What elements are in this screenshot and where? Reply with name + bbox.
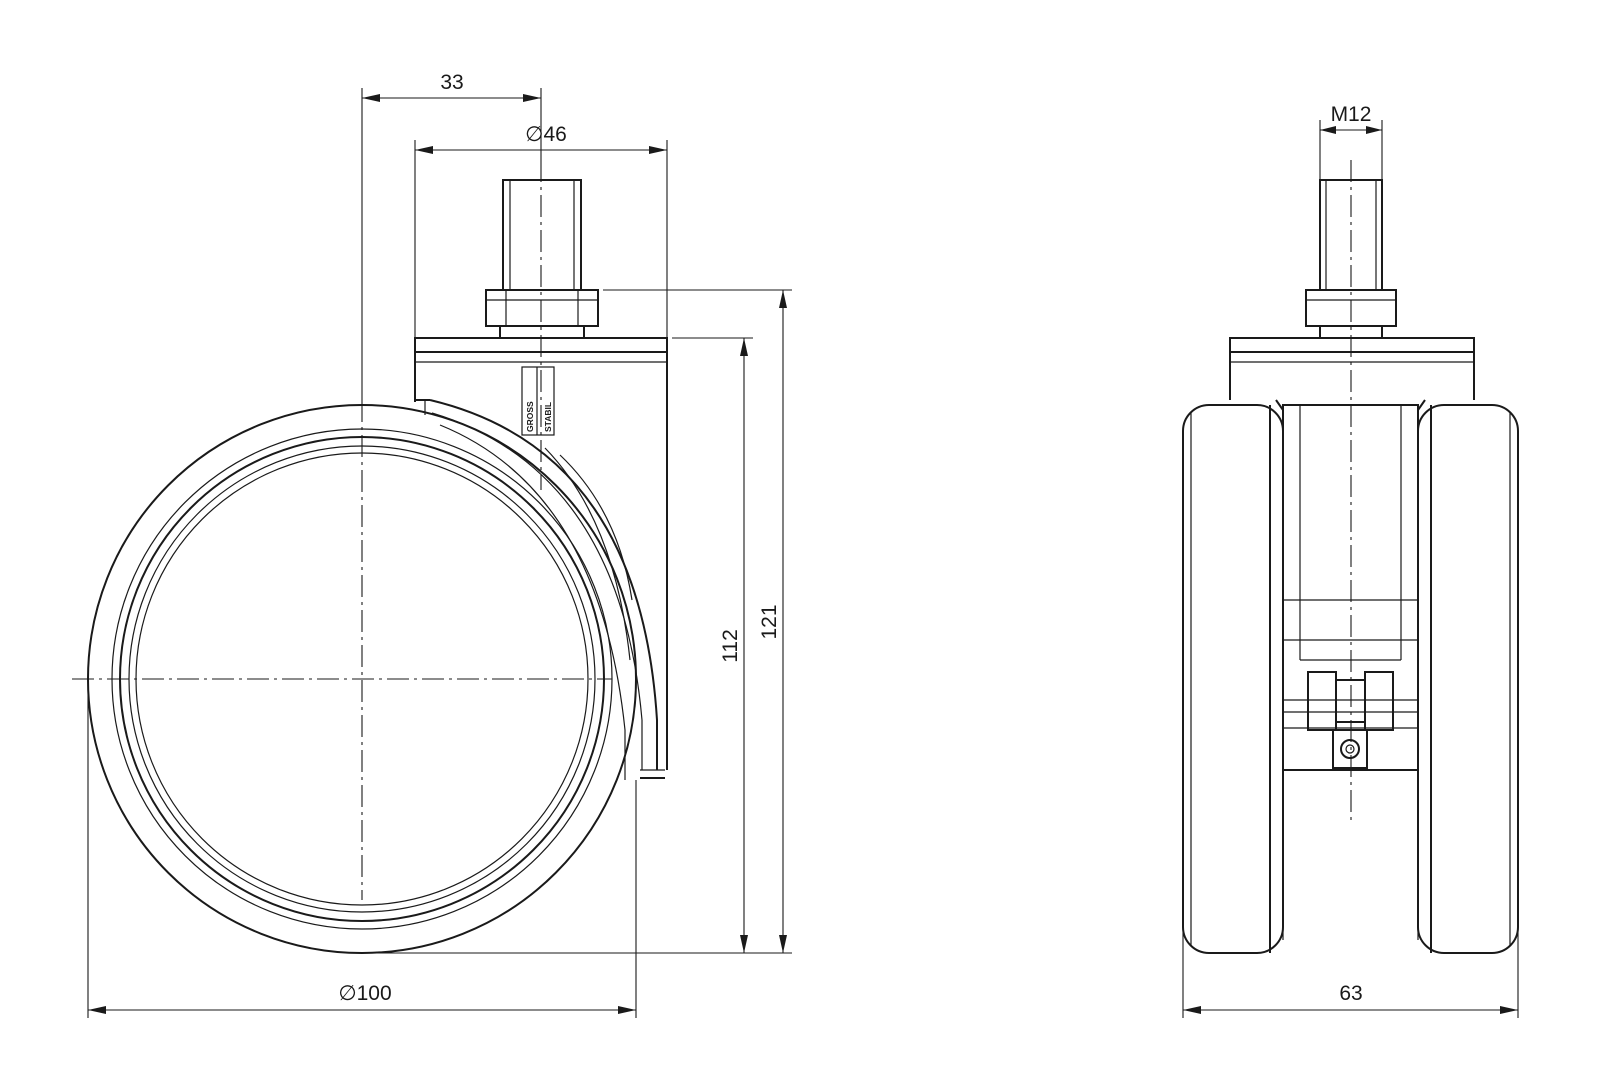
dimension-width-label: 63 [1339, 982, 1362, 1005]
dimension-thread: M12 [1320, 103, 1382, 134]
tire-right [1417, 404, 1519, 954]
side-view: GROSS STABIL [72, 71, 792, 1018]
dimension-height-112-label: 112 [719, 629, 742, 662]
fork-front [1275, 399, 1426, 771]
wheel-hood [415, 399, 665, 780]
dimension-wheel-diameter: ∅100 [88, 982, 636, 1014]
logo-line2: STABIL [543, 402, 553, 432]
dimension-height-121-label: 121 [758, 604, 781, 639]
dimension-height-121: 121 [758, 290, 787, 953]
top-plate-front [1229, 337, 1475, 400]
extension-lines-front [1182, 120, 1519, 1018]
stem-side [485, 179, 599, 339]
tire-left [1182, 404, 1284, 954]
housing-side [414, 337, 668, 770]
brand-logo: GROSS STABIL [521, 366, 555, 436]
dimension-wheel-diameter-label: ∅100 [338, 982, 391, 1005]
dimension-plate-diameter-label: ∅46 [525, 123, 567, 146]
dimension-thread-label: M12 [1331, 103, 1372, 126]
dimension-offset: 33 [362, 71, 541, 102]
dimension-plate-diameter: ∅46 [415, 123, 667, 154]
dimension-offset-label: 33 [440, 71, 463, 94]
extension-lines-side [87, 88, 792, 1018]
dimension-width: 63 [1183, 982, 1518, 1014]
dimension-height-112: 112 [719, 338, 748, 953]
front-view: M12 63 [1182, 103, 1519, 1018]
logo-line1: GROSS [525, 401, 535, 432]
